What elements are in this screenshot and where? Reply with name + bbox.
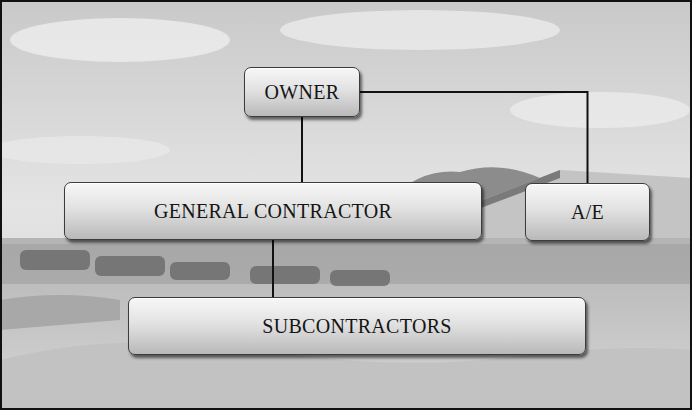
org-box: A/E bbox=[525, 183, 650, 241]
org-box: GENERAL CONTRACTOR bbox=[64, 182, 482, 240]
box-label: SUBCONTRACTORS bbox=[262, 315, 451, 338]
box-label: OWNER bbox=[265, 81, 340, 104]
org-connector bbox=[360, 92, 588, 183]
org-box: OWNER bbox=[244, 67, 360, 117]
org-box: SUBCONTRACTORS bbox=[128, 297, 586, 355]
box-label: A/E bbox=[571, 201, 604, 224]
org-connector bbox=[272, 240, 274, 297]
box-label: GENERAL CONTRACTOR bbox=[154, 200, 392, 223]
org-connector bbox=[301, 117, 303, 182]
